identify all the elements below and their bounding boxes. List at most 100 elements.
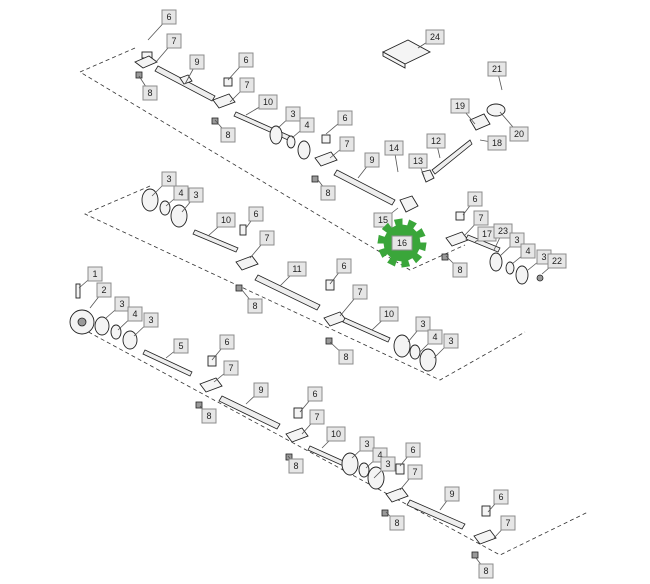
callout-6[interactable]: 6 xyxy=(161,9,177,25)
callout-6[interactable]: 6 xyxy=(238,52,254,68)
callout-12[interactable]: 12 xyxy=(426,133,446,149)
callout-7[interactable]: 7 xyxy=(500,515,516,531)
callout-19[interactable]: 19 xyxy=(450,98,470,114)
callout-2[interactable]: 2 xyxy=(96,282,112,298)
callout-number: 4 xyxy=(178,188,183,198)
callout-8[interactable]: 8 xyxy=(220,127,236,143)
callout-13[interactable]: 13 xyxy=(408,153,428,169)
callout-4[interactable]: 4 xyxy=(427,329,443,345)
callout-box xyxy=(143,312,159,328)
highlighted-part-number: 16 xyxy=(397,238,407,248)
callout-number: 8 xyxy=(225,130,230,140)
callout-3[interactable]: 3 xyxy=(359,436,375,452)
callout-box xyxy=(173,338,189,354)
callout-7[interactable]: 7 xyxy=(309,409,325,425)
callout-box xyxy=(336,258,352,274)
callout-3[interactable]: 3 xyxy=(188,187,204,203)
callout-10[interactable]: 10 xyxy=(379,306,399,322)
callout-6[interactable]: 6 xyxy=(405,442,421,458)
callout-14[interactable]: 14 xyxy=(384,140,404,156)
callout-5[interactable]: 5 xyxy=(173,338,189,354)
callout-8[interactable]: 8 xyxy=(452,262,468,278)
callout-number: 3 xyxy=(193,190,198,200)
part-group-right xyxy=(441,211,544,285)
callout-box xyxy=(320,185,336,201)
callout-6[interactable]: 6 xyxy=(307,386,323,402)
callout-8[interactable]: 8 xyxy=(201,408,217,424)
callout-7[interactable]: 7 xyxy=(352,284,368,300)
callout-22[interactable]: 22 xyxy=(547,253,567,269)
callout-8[interactable]: 8 xyxy=(247,298,263,314)
callout-7[interactable]: 7 xyxy=(339,136,355,152)
callout-7[interactable]: 7 xyxy=(407,464,423,480)
callout-box xyxy=(161,9,177,25)
callout-box xyxy=(87,266,103,282)
callout-box xyxy=(487,61,507,77)
callout-number: 12 xyxy=(431,136,441,146)
callout-3[interactable]: 3 xyxy=(443,333,459,349)
callout-10[interactable]: 10 xyxy=(326,426,346,442)
callout-6[interactable]: 6 xyxy=(467,191,483,207)
callout-6[interactable]: 6 xyxy=(219,334,235,350)
callout-box xyxy=(384,140,404,156)
callout-number: 21 xyxy=(492,64,502,74)
callout-number: 6 xyxy=(243,55,248,65)
callout-21[interactable]: 21 xyxy=(487,61,507,77)
callout-number: 4 xyxy=(525,246,530,256)
callout-7[interactable]: 7 xyxy=(223,360,239,376)
callout-20[interactable]: 20 xyxy=(509,126,529,142)
callout-24[interactable]: 24 xyxy=(425,29,445,45)
callout-9[interactable]: 9 xyxy=(189,54,205,70)
callout-box xyxy=(443,333,459,349)
callout-7[interactable]: 7 xyxy=(239,77,255,93)
callout-3[interactable]: 3 xyxy=(380,456,396,472)
callout-number: 7 xyxy=(171,36,176,46)
callout-6[interactable]: 6 xyxy=(248,206,264,222)
callout-3[interactable]: 3 xyxy=(143,312,159,328)
callout-number: 13 xyxy=(413,156,423,166)
callout-4[interactable]: 4 xyxy=(127,306,143,322)
callout-4[interactable]: 4 xyxy=(299,117,315,133)
callout-8[interactable]: 8 xyxy=(320,185,336,201)
callout-number: 1 xyxy=(92,269,97,279)
callout-box xyxy=(509,126,529,142)
callout-8[interactable]: 8 xyxy=(338,349,354,365)
highlighted-part-gear-icon[interactable]: 16 xyxy=(377,218,427,268)
callout-3[interactable]: 3 xyxy=(285,106,301,122)
callout-8[interactable]: 8 xyxy=(478,563,494,579)
callout-10[interactable]: 10 xyxy=(216,212,236,228)
callout-23[interactable]: 23 xyxy=(493,223,513,239)
callout-9[interactable]: 9 xyxy=(444,486,460,502)
callout-9[interactable]: 9 xyxy=(364,152,380,168)
callout-number: 22 xyxy=(552,256,562,266)
callout-3[interactable]: 3 xyxy=(161,171,177,187)
callout-3[interactable]: 3 xyxy=(114,296,130,312)
callout-6[interactable]: 6 xyxy=(493,489,509,505)
callout-box xyxy=(216,212,236,228)
callout-7[interactable]: 7 xyxy=(473,210,489,226)
callout-18[interactable]: 18 xyxy=(487,135,507,151)
callout-9[interactable]: 9 xyxy=(253,382,269,398)
callout-7[interactable]: 7 xyxy=(166,33,182,49)
part-group-bottom-right xyxy=(471,505,497,559)
callout-number: 8 xyxy=(325,188,330,198)
callout-4[interactable]: 4 xyxy=(520,243,536,259)
callout-number: 8 xyxy=(206,411,211,421)
callout-17[interactable]: 17 xyxy=(477,226,497,242)
callout-3[interactable]: 3 xyxy=(415,316,431,332)
callout-8[interactable]: 8 xyxy=(142,85,158,101)
callout-11[interactable]: 11 xyxy=(287,261,307,277)
callout-10[interactable]: 10 xyxy=(258,94,278,110)
callout-number: 3 xyxy=(364,439,369,449)
callout-number: 10 xyxy=(263,97,273,107)
callout-8[interactable]: 8 xyxy=(389,515,405,531)
callout-8[interactable]: 8 xyxy=(288,458,304,474)
callout-number: 4 xyxy=(304,120,309,130)
callout-number: 6 xyxy=(498,492,503,502)
callout-6[interactable]: 6 xyxy=(336,258,352,274)
callout-7[interactable]: 7 xyxy=(259,230,275,246)
callout-6[interactable]: 6 xyxy=(337,110,353,126)
callout-1[interactable]: 1 xyxy=(87,266,103,282)
callout-box xyxy=(493,223,513,239)
callout-4[interactable]: 4 xyxy=(173,185,189,201)
